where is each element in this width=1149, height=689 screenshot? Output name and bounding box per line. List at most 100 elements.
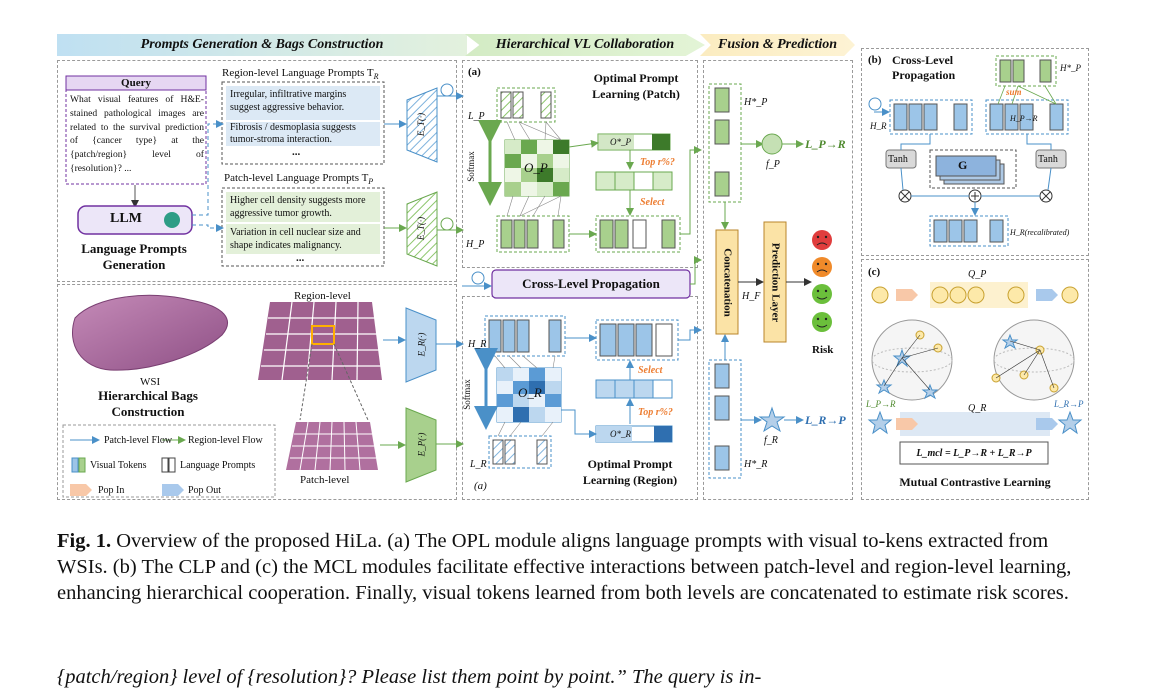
legend-region-flow: Region-level Flow bbox=[188, 435, 263, 446]
clp-title-2: Propagation bbox=[892, 68, 956, 82]
clp-g: G bbox=[958, 158, 968, 172]
region-prompts-title: Region-level Language Prompts TR bbox=[222, 67, 379, 82]
legend-visual-tokens: Visual Tokens bbox=[90, 460, 147, 471]
encoder-er: E_R(·) bbox=[416, 332, 427, 357]
panel-mcl bbox=[861, 259, 1089, 500]
wsi-label: WSI bbox=[140, 376, 161, 388]
image-encoder-patch bbox=[405, 407, 437, 483]
stage-banner-hierarchical: Hierarchical VL Collaboration bbox=[465, 34, 705, 56]
wsi-image bbox=[71, 294, 228, 371]
mcl-lrp: L_R→P bbox=[1054, 399, 1084, 409]
panel-opl-patch bbox=[462, 60, 698, 268]
image-encoder-region bbox=[405, 307, 437, 383]
diagram-canvas bbox=[62, 55, 1083, 498]
next-line-fragment: {patch/region} level of {resolution}? Pl… bbox=[57, 666, 762, 688]
query-text: What visual features of H&E-stained path… bbox=[70, 94, 204, 174]
opl-patch-select: Select bbox=[640, 197, 665, 208]
region-level-label: Region-level bbox=[294, 290, 351, 302]
opl-region-select: Select bbox=[638, 365, 663, 376]
clp-hr-recal: H_R(recalibrated) bbox=[1010, 228, 1070, 237]
text-encoder-patch bbox=[406, 191, 438, 267]
region-check-row bbox=[595, 379, 673, 399]
opl-region-title-1: Optimal Prompt bbox=[587, 457, 673, 471]
panel-prompts bbox=[57, 60, 457, 282]
mcl-lpr: L_P→R bbox=[866, 399, 896, 409]
clp-tanh-right: Tanh bbox=[1038, 154, 1058, 165]
patch-prompts-dots: ... bbox=[296, 252, 305, 264]
opl-patch-title-1: Optimal Prompt bbox=[593, 71, 679, 85]
caption-text: Overview of the proposed HiLa. (a) The O… bbox=[57, 530, 1072, 604]
legend-pop-out: Pop Out bbox=[188, 485, 222, 496]
fusion-loss-pr: L_P→R bbox=[805, 137, 846, 151]
fusion-fp: f_P bbox=[766, 159, 780, 170]
opl-region-or-star: O*_R bbox=[610, 429, 631, 439]
clp-hp-tokens bbox=[995, 55, 1057, 87]
region-prompt-1: Irregular, infiltrative margins suggest … bbox=[230, 89, 347, 113]
fusion-pred: Prediction Layer bbox=[769, 242, 782, 323]
stage-banner-prompts: Prompts Generation & Bags Construction bbox=[57, 34, 467, 56]
clp-tag: (b) bbox=[868, 54, 882, 66]
opl-patch-softmax: Softmax bbox=[465, 151, 476, 182]
region-prompt-2: Fibrosis / desmoplasia suggests tumor-st… bbox=[230, 122, 356, 145]
encoder-ep: E_P(·) bbox=[416, 432, 427, 457]
caption-label: Fig. 1. bbox=[57, 530, 112, 552]
llm-label: LLM bbox=[110, 211, 142, 226]
matrix-op bbox=[478, 120, 570, 217]
patch-visual-tokens bbox=[496, 215, 570, 253]
fusion-hr-tokens bbox=[708, 359, 742, 479]
patch-prompt-1: Higher cell density suggests more aggres… bbox=[230, 195, 366, 219]
fusion-risk: Risk bbox=[812, 344, 834, 356]
patch-prompt-tokens bbox=[496, 87, 556, 123]
fusion-hp-tokens bbox=[708, 83, 742, 203]
opl-patch-op: O_P bbox=[524, 160, 548, 175]
opl-patch-title-2: Learning (Patch) bbox=[592, 87, 680, 101]
fusion-hf: H_F bbox=[742, 291, 761, 302]
opl-patch-op-star: O*_P bbox=[610, 137, 631, 147]
opl-region-title-2: Learning (Region) bbox=[582, 473, 678, 487]
clp-tanh-left: Tanh bbox=[888, 154, 908, 165]
opl-region-tag: (a) bbox=[474, 480, 487, 492]
fusion-hr-star: H*_R bbox=[744, 459, 768, 470]
mcl-qp-row bbox=[871, 282, 1079, 308]
region-selected-tokens bbox=[595, 319, 679, 361]
legend-pop-in: Pop In bbox=[98, 485, 125, 496]
opl-region-lr: L_R bbox=[470, 459, 487, 470]
matrix-or bbox=[474, 348, 562, 430]
stage-banner-fusion: Fusion & Prediction bbox=[700, 34, 855, 56]
opl-patch-hp: H_P bbox=[466, 239, 485, 250]
mcl-title: Mutual Contrastive Learning bbox=[899, 475, 1051, 489]
region-visual-tokens bbox=[484, 315, 566, 357]
llm-caption-2: Generation bbox=[102, 257, 166, 272]
region-grid bbox=[258, 301, 382, 381]
patch-prompt-2: Variation in cell nuclear size and shape… bbox=[230, 227, 361, 251]
fusion-concat: Concatenation bbox=[721, 248, 734, 317]
opl-region-hr: H_R bbox=[468, 339, 487, 350]
clp-hr-tokens bbox=[889, 99, 973, 135]
region-prompts-dots: ... bbox=[292, 146, 301, 158]
query-title: Query bbox=[121, 77, 151, 89]
clp-hr: H_R bbox=[870, 121, 887, 131]
clp-button-label[interactable]: Cross-Level Propagation bbox=[522, 276, 660, 291]
panel-clp bbox=[861, 48, 1089, 256]
patch-selected-tokens bbox=[595, 215, 681, 253]
clp-hr-recalibrated-tokens bbox=[929, 215, 1009, 247]
bags-title-1: Hierarchical Bags bbox=[98, 388, 198, 403]
opl-region-or: O_R bbox=[518, 385, 542, 400]
legend-patch-flow: Patch-level Flow bbox=[104, 435, 173, 446]
legend-language-prompts: Language Prompts bbox=[180, 460, 256, 471]
opl-patch-tag: (a) bbox=[468, 66, 481, 78]
mcl-formula: L_mcl = L_P→R + L_R→P bbox=[916, 448, 1032, 459]
clp-hpr-tokens bbox=[985, 99, 1069, 135]
patch-prompts-title: Patch-level Language Prompts TP bbox=[224, 172, 374, 187]
panel-bags bbox=[57, 284, 457, 500]
encoder-et-region: E_T(·) bbox=[416, 112, 427, 137]
patch-level-label: Patch-level bbox=[300, 474, 350, 486]
mcl-spheres bbox=[871, 319, 1075, 401]
clp-sum: sum bbox=[1006, 87, 1022, 97]
text-encoder-region bbox=[406, 87, 438, 163]
opl-patch-lp: L_P bbox=[468, 111, 485, 122]
patch-grid bbox=[286, 421, 378, 471]
mcl-qp: Q_P bbox=[968, 269, 987, 280]
opl-region-softmax: Softmax bbox=[461, 379, 472, 410]
panel-fusion bbox=[703, 60, 853, 500]
